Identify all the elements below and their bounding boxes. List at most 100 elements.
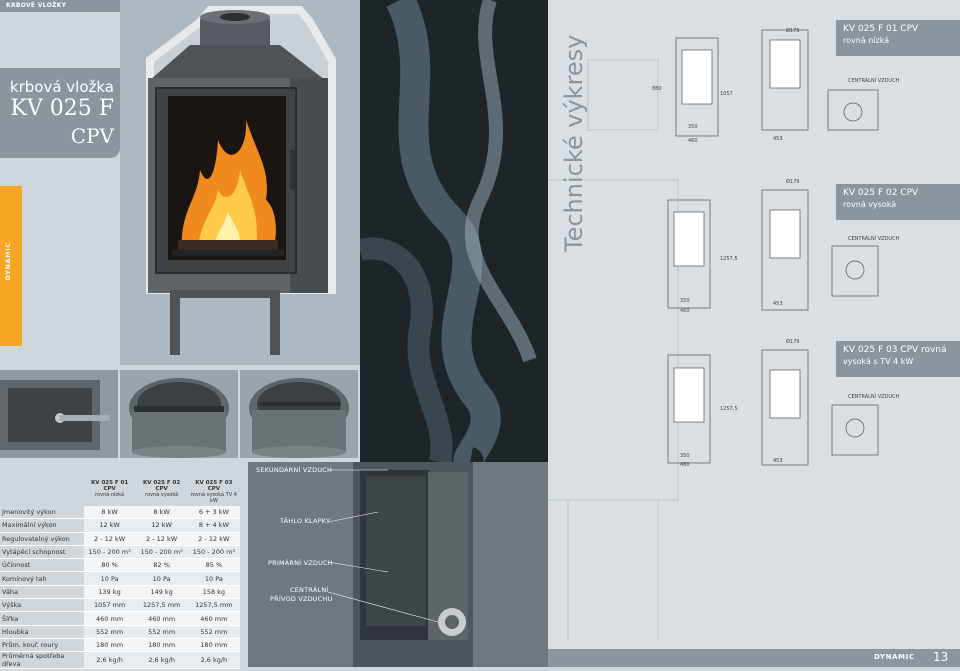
section-title: Technické výkresy xyxy=(560,34,588,252)
spec-row-label: Účinnost xyxy=(0,558,84,573)
technical-drawings: Ø179 CENTRÁLNÍ VZDUCH 350 460 453 880 10… xyxy=(548,27,900,640)
spec-cell: 158 kg xyxy=(187,585,240,600)
footer-brand: DYNAMIC xyxy=(874,653,915,661)
label-primary-air: PRIMÁRNÍ VZDUCH xyxy=(268,559,333,567)
dim-height-1257-2: 1257,5 xyxy=(720,256,738,262)
spec-cell: 2 - 12 kW xyxy=(187,532,240,546)
page-footer: DYNAMIC 13 xyxy=(548,649,960,667)
spec-cell: 1057 mm xyxy=(83,598,136,613)
spec-cell: 150 - 200 m³ xyxy=(83,545,136,560)
dim-width-350-3: 350 xyxy=(680,453,690,459)
spec-cell: 180 mm xyxy=(83,638,136,653)
dim-central-air-1: CENTRÁLNÍ VZDUCH xyxy=(848,77,900,84)
spec-cell: 12 kW xyxy=(83,518,136,533)
label-damper-lever: TÁHLO KLAPKY xyxy=(280,517,331,525)
section-tag: KRBOVÉ VLOŽKY xyxy=(0,0,120,12)
dim-central-air-3: CENTRÁLNÍ VZDUCH xyxy=(848,393,900,400)
variant-02-code: KV 025 F 02 CPV xyxy=(843,188,919,198)
spec-cell: 460 mm xyxy=(83,611,136,626)
spec-row-label: Výška xyxy=(0,598,84,613)
spec-cell: 150 - 200 m³ xyxy=(135,545,188,560)
dim-width-460-2: 460 xyxy=(680,308,690,314)
spec-cell: 139 kg xyxy=(83,585,136,600)
spec-row-label: Jmenovitý výkon xyxy=(0,506,84,520)
spec-cell: 1257,5 mm xyxy=(187,598,240,613)
spec-row-label: Vytápěcí schopnost xyxy=(0,545,84,560)
spec-cell: 10 Pa xyxy=(187,571,240,586)
spec-cell: 80 % xyxy=(83,558,136,573)
smoke-photo xyxy=(360,0,548,462)
dim-flue-2: Ø179 xyxy=(786,178,799,185)
spec-cell: 12 kW xyxy=(135,518,188,533)
dim-width-453-2: 453 xyxy=(773,301,783,307)
dim-width-453-1: 453 xyxy=(773,136,783,142)
variant-02-desc: rovná vysoká xyxy=(843,200,897,209)
spec-cell: 2,6 kg/h xyxy=(135,651,188,670)
dim-height-1257-3: 1257,5 xyxy=(720,406,738,412)
spec-cell: 82 % xyxy=(135,558,188,573)
product-suffix: CPV xyxy=(70,124,114,148)
spec-cell: 552 mm xyxy=(187,625,240,639)
variant-03-code: KV 025 F 03 CPV rovná xyxy=(843,345,947,355)
label-central-1: CENTRÁLNÍ xyxy=(290,586,329,594)
side-tab-label: DYNAMIC xyxy=(5,242,12,281)
dim-central-air-2: CENTRÁLNÍ VZDUCH xyxy=(848,235,900,242)
spec-row-label: Šířka xyxy=(0,611,84,626)
label-secondary-air: SEKUNDÁRNÍ VZDUCH xyxy=(256,466,333,474)
product-photo xyxy=(120,0,360,365)
dim-width-460-1: 460 xyxy=(688,138,698,144)
label-central-2: PŘÍVOD VZDUCHU xyxy=(270,595,333,603)
side-tab: DYNAMIC xyxy=(0,186,22,346)
detail-photo-door xyxy=(0,370,118,458)
variant-03-box: KV 025 F 03 CPV rovná vysoká s TV 4 kW xyxy=(836,341,960,377)
product-model: KV 025 F xyxy=(10,96,114,121)
spec-cell: 460 mm xyxy=(187,611,240,626)
spec-cell: 552 mm xyxy=(135,625,188,639)
fireplace-insert-image xyxy=(120,0,360,365)
spec-row-label: Průměrná spotřeba dřeva xyxy=(0,651,84,670)
spec-cell: 150 - 200 m³ xyxy=(187,545,240,560)
detail-photo-damper-2 xyxy=(240,370,358,458)
spec-row-label: Regulovatelný výkon xyxy=(0,532,84,546)
dim-width-460-3: 460 xyxy=(680,462,690,468)
product-title-box: krbová vložka KV 025 F CPV xyxy=(0,68,120,158)
spec-cell: 10 Pa xyxy=(83,571,136,586)
dim-width-453-3: 453 xyxy=(773,458,783,464)
variant-01-desc: rovná nízká xyxy=(843,36,890,45)
spec-cell: 180 mm xyxy=(187,638,240,653)
dim-height-1057: 1057 xyxy=(720,91,733,97)
spec-row-label: Maximální výkon xyxy=(0,518,84,533)
spec-cell: 8 + 4 kW xyxy=(187,518,240,533)
product-category: krbová vložka xyxy=(9,78,114,96)
spec-cell: 8 kW xyxy=(83,506,136,520)
spec-cell: 180 mm xyxy=(135,638,188,653)
variant-01-code: KV 025 F 01 CPV xyxy=(843,24,919,34)
spec-row-label: Váha xyxy=(0,585,84,600)
spec-cell: 8 kW xyxy=(135,506,188,520)
dim-width-350-1: 350 xyxy=(688,124,698,130)
dim-flue-3: Ø179 xyxy=(786,338,799,345)
spec-row-label: Prům. kouř. roury xyxy=(0,638,84,653)
page-number: 13 xyxy=(933,650,949,664)
spec-cell: 2 - 12 kW xyxy=(135,532,188,546)
right-page: Ø179 CENTRÁLNÍ VZDUCH 350 460 453 880 10… xyxy=(548,0,960,667)
spec-cell: 2,6 kg/h xyxy=(187,651,240,670)
spec-cell: 85 % xyxy=(187,558,240,573)
variant-03-desc: vysoká s TV 4 kW xyxy=(843,357,914,366)
cutaway-diagram: SEKUNDÁRNÍ VZDUCH TÁHLO KLAPKY PRIMÁRNÍ … xyxy=(248,462,548,667)
spec-cell: 552 mm xyxy=(83,625,136,639)
spec-cell: 460 mm xyxy=(135,611,188,626)
